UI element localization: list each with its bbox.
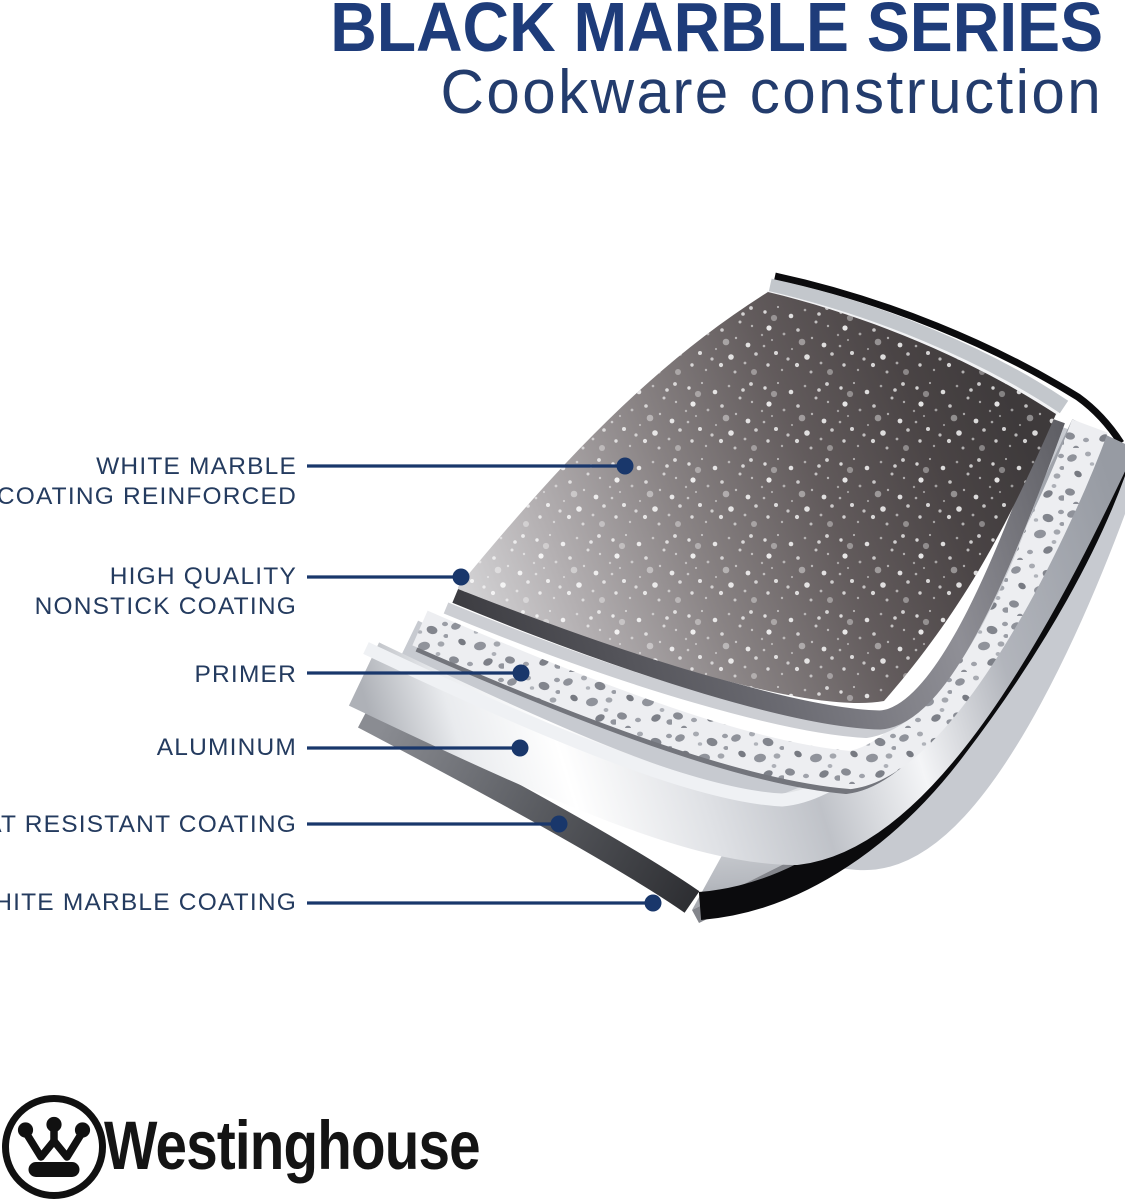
layer-heat-resistant-band (357, 704, 700, 913)
label-high-quality-nonstick-coating: HIGH QUALITY NONSTICK COATING (35, 562, 297, 622)
rim-gray-band (768, 278, 1069, 414)
label-line: HEAT RESISTANT COATING (0, 811, 297, 838)
westinghouse-logo-icon (2, 1095, 106, 1199)
rim-black-line (774, 272, 1124, 445)
leader-dot-white-marble-reinforced (616, 457, 634, 475)
leader-dot-heat-resistant (550, 815, 568, 833)
leader-dot-nonstick (452, 568, 470, 586)
label-line: ALUMINUM (156, 734, 297, 761)
label-white-marble-coating-reinforced: WHITE MARBLE COATING REINFORCED (0, 452, 297, 512)
brand-wordmark: Westinghouse (104, 1107, 481, 1184)
layer-primer-band (412, 419, 1108, 790)
label-line: NONSTICK COATING (34, 593, 297, 620)
label-heat-resistant-coating: HEAT RESISTANT COATING (0, 810, 297, 840)
leader-dot-primer (512, 664, 530, 682)
label-line: PRIMER (194, 661, 297, 688)
page-title: BLACK MARBLE SERIES (330, 0, 1103, 66)
label-white-marble-coating: WHITE MARBLE COATING (0, 888, 297, 918)
label-line: WHITE MARBLE COATING (0, 889, 297, 916)
leader-dot-aluminum (511, 739, 529, 757)
label-line: HIGH QUALITY (109, 563, 297, 590)
label-primer: PRIMER (195, 660, 298, 690)
label-aluminum: ALUMINUM (157, 733, 297, 763)
label-line: WHITE MARBLE (96, 453, 297, 480)
label-line: COATING REINFORCED (0, 483, 297, 510)
leader-dots (452, 457, 662, 912)
marble-sheet-edge-band (452, 416, 1065, 730)
page-subtitle: Cookware construction (440, 58, 1103, 127)
leader-dot-white-marble (644, 894, 662, 912)
marble-surface-speckles (458, 292, 1056, 703)
leader-lines (307, 464, 653, 905)
